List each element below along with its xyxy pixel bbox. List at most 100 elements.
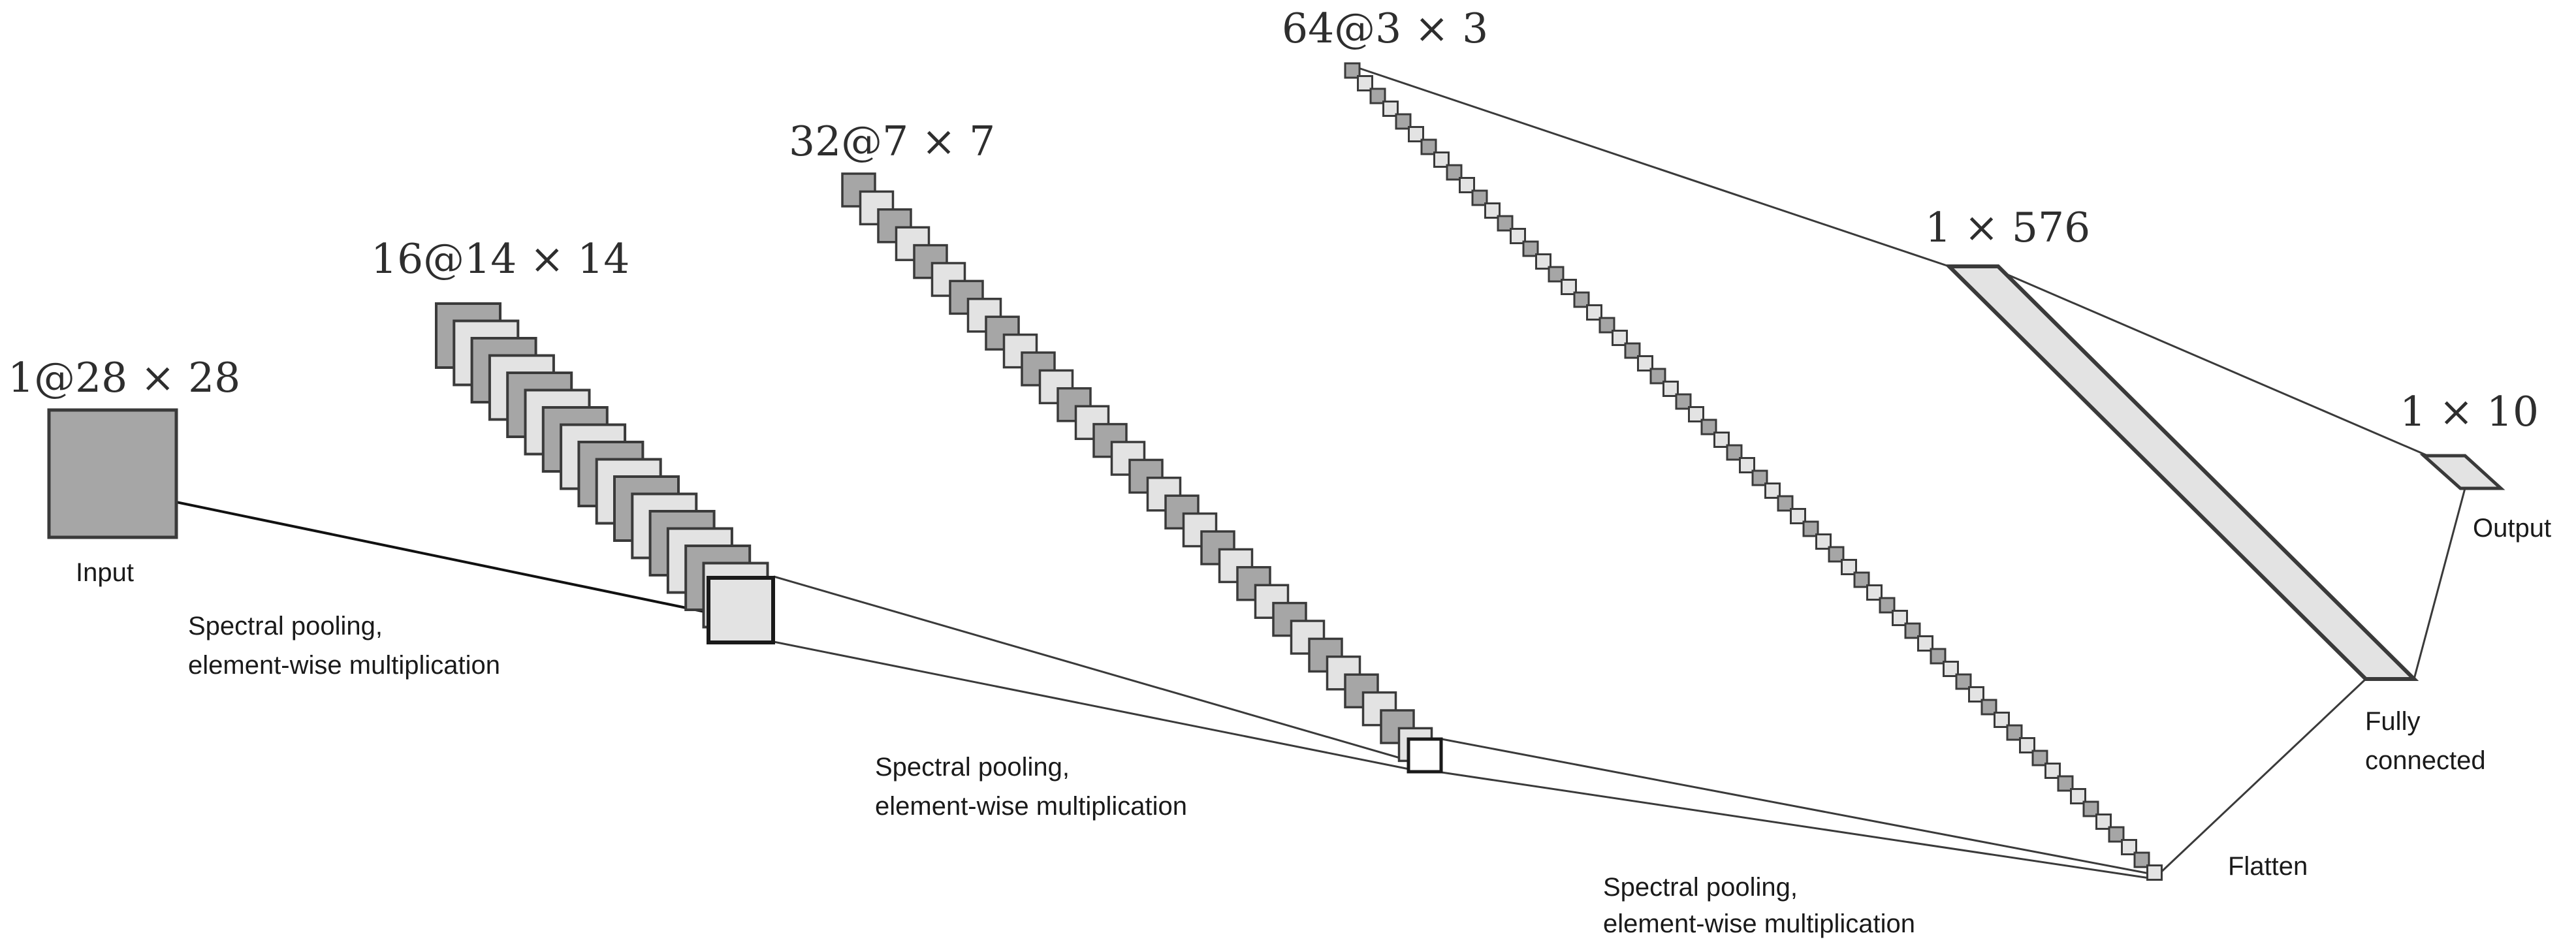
conv3-feature-map [1675, 393, 1692, 410]
conv3-feature-map [1968, 686, 1984, 703]
conv3-feature-map [1535, 253, 1551, 270]
conv3-feature-map [2082, 800, 2099, 817]
conv3-feature-map [1713, 432, 1730, 448]
conv3-feature-map [1344, 62, 1361, 79]
conv3-feature-map [1904, 622, 1921, 639]
conv3-feature-map [1917, 635, 1933, 652]
flatten-vector [1944, 264, 2419, 681]
flat-dim-label: 1 × 576 [1925, 204, 2090, 251]
conv3-feature-map [1980, 699, 1997, 716]
input-layer: 1@28 × 28 Input [8, 354, 240, 587]
conv3-feature-map [1662, 381, 1679, 397]
conv2-to-conv3-line-top [1441, 738, 2150, 875]
conv3-feature-map [1369, 87, 1386, 104]
conv3-feature-map [1573, 291, 1590, 308]
conv3-feature-map [1586, 304, 1602, 321]
conv2-feature-map [930, 262, 966, 297]
output-label: Output [2473, 514, 2551, 543]
input-dim-label: 1@28 × 28 [8, 354, 240, 402]
output-vector [2419, 454, 2505, 490]
conv3-feature-map [1955, 673, 1972, 690]
conv3-feature-map [1815, 533, 1832, 550]
conv3-feature-map [1841, 559, 1857, 575]
conv3-feature-map [1790, 508, 1806, 524]
conv3-feature-map [2057, 775, 2074, 792]
operation-labels: Spectral pooling, element-wise multiplic… [188, 612, 2486, 938]
conv3-feature-map [1828, 546, 1845, 563]
conv2-feature-map [1361, 691, 1397, 727]
conv3-feature-map [1497, 215, 1514, 232]
conv3-feature-map [2070, 788, 2086, 804]
conv2-feature-map [1200, 530, 1235, 565]
conv1-to-conv2-line-bottom [773, 640, 1410, 770]
conv3-to-flat-bottom-line [2157, 678, 2367, 876]
conv3-feature-map [1395, 113, 1412, 130]
conv3-feature-map [2044, 763, 2061, 779]
conv3-dim-label: 64@3 × 3 [1282, 5, 1488, 52]
conv3-feature-map [1637, 355, 1653, 371]
conv3-feature-map [1930, 648, 1947, 665]
conv3-feature-map [2031, 750, 2048, 766]
conv3-feature-map [1892, 610, 1908, 626]
conv3-feature-map [1649, 368, 1666, 385]
flat-to-output-top-line [1988, 265, 2428, 457]
conv3-to-flat-top-line [1360, 67, 1950, 268]
conv3-feature-map [1433, 151, 1450, 168]
conv2-feature-map [1092, 422, 1128, 458]
input-to-conv1-line [91, 483, 731, 618]
conv2-dim-label: 32@7 × 7 [789, 118, 995, 165]
input-feature-map [47, 408, 178, 539]
conv3-feature-map [1994, 712, 2010, 728]
conv3-feature-map [2121, 839, 2137, 855]
conv2-feature-map [1146, 477, 1182, 512]
op1-label-line1: Spectral pooling, [188, 612, 383, 640]
conv3-feature-map [1751, 469, 1768, 486]
conv3-feature-map [2133, 851, 2150, 868]
op2-label-line2: element-wise multiplication [875, 792, 1187, 821]
conv2-feature-maps [841, 172, 1433, 763]
conv3-feature-map [1739, 457, 1755, 473]
op3-label-line1: Spectral pooling, [1603, 873, 1798, 902]
connection-lines [91, 67, 2466, 879]
conv3-feature-map [1853, 571, 1870, 588]
flatten-label: Flatten [2228, 852, 2308, 881]
conv3-feature-map [1459, 177, 1475, 193]
conv3-feature-map [1484, 202, 1501, 219]
conv3-feature-map [1471, 189, 1488, 206]
conv3-feature-map [1764, 482, 1781, 499]
flat-to-output-bottom-line [2413, 488, 2466, 680]
conv3-feature-map [1688, 406, 1704, 422]
conv3-feature-map [1420, 138, 1437, 155]
conv3-feature-map [1382, 101, 1399, 117]
conv1-to-conv2-line-top [773, 575, 1410, 762]
conv3-feature-map [1866, 584, 1883, 601]
conv3-feature-map [2146, 864, 2163, 881]
conv2-to-conv3-line-bottom [1441, 771, 2150, 879]
output-dim-label: 1 × 10 [2400, 388, 2539, 435]
conv1-dim-label: 16@14 × 14 [371, 235, 629, 283]
conv3-feature-map [1510, 228, 1526, 244]
fully-connected-label-line1: Fully [2365, 707, 2420, 736]
conv3-feature-map [1612, 330, 1628, 346]
input-label: Input [76, 558, 134, 587]
conv2-receptive-box [1407, 737, 1443, 774]
conv3-feature-map [1624, 342, 1641, 359]
op2-label-line1: Spectral pooling, [875, 753, 1070, 782]
conv3-feature-map [1561, 279, 1577, 295]
conv3-feature-map [1357, 75, 1373, 91]
conv3-feature-map [1700, 419, 1717, 435]
conv3-feature-map [1598, 317, 1615, 334]
flatten-layer: 1 × 576 [1925, 204, 2419, 681]
conv3-feature-map [1522, 240, 1539, 257]
op3-label-line2: element-wise multiplication [1603, 909, 1915, 938]
conv3-feature-map [2095, 814, 2112, 830]
conv3-feature-map [1726, 444, 1743, 461]
conv3-feature-map [1802, 520, 1819, 537]
conv3-feature-map [2108, 826, 2125, 843]
conv1-receptive-box [707, 576, 775, 644]
output-layer: 1 × 10 Output [2400, 388, 2551, 543]
conv2-feature-map [1128, 458, 1164, 494]
conv3-feature-map [1943, 661, 1959, 677]
op1-label-line2: element-wise multiplication [188, 651, 500, 680]
